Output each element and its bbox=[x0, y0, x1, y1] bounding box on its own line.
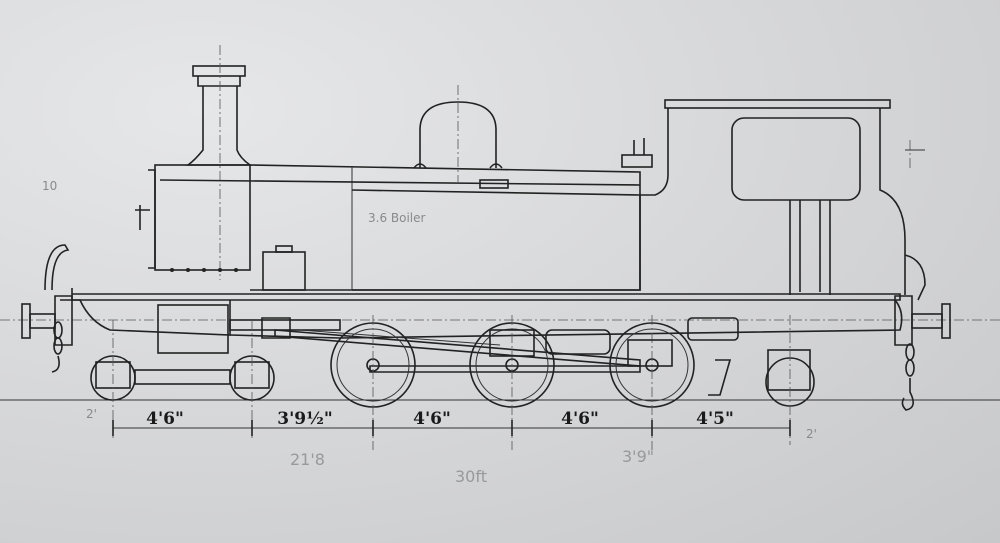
chimney bbox=[185, 65, 253, 166]
smokebox-door bbox=[148, 169, 156, 269]
pencil-right-axle-note: 2' bbox=[806, 427, 817, 441]
front-handrail bbox=[44, 244, 70, 291]
cab-handrail bbox=[799, 200, 821, 292]
dim-front-to-leading: 4'6" bbox=[146, 409, 184, 429]
pencil-total-note: 30ft bbox=[455, 467, 487, 486]
dim-driving-1-2: 4'6" bbox=[413, 409, 451, 429]
axleboxes bbox=[489, 317, 739, 367]
pencil-left-note: 10 bbox=[42, 179, 57, 193]
valve-rod bbox=[299, 329, 501, 346]
steam-dome bbox=[413, 101, 503, 169]
dim-leading-to-driving: 3'9½" bbox=[277, 409, 332, 429]
cab-opening bbox=[789, 200, 831, 295]
boiler-mounting bbox=[479, 179, 509, 189]
sandbox-lid bbox=[275, 245, 293, 253]
sandbox bbox=[262, 251, 306, 291]
cylinder bbox=[157, 304, 229, 354]
cab-roof bbox=[664, 99, 891, 109]
cab-grab bbox=[904, 254, 926, 301]
cab-window bbox=[731, 117, 861, 201]
front-coupling-chain bbox=[51, 321, 63, 373]
pencil-under-note-2: 3'9" bbox=[622, 447, 654, 466]
main-frame-lower bbox=[229, 299, 903, 339]
dimension-ticks bbox=[112, 420, 791, 436]
dim-driving-to-trailing: 4'5" bbox=[696, 409, 734, 429]
crosshead-guide bbox=[229, 319, 341, 331]
coupling-rod bbox=[369, 365, 641, 373]
cab-front bbox=[640, 108, 669, 196]
dim-driving-2-3: 4'6" bbox=[561, 409, 599, 429]
rear-buffer bbox=[911, 303, 951, 339]
cab-side bbox=[879, 108, 906, 295]
side-tank bbox=[351, 189, 641, 291]
front-buffer bbox=[21, 303, 56, 339]
pencil-left-axle-note: 2' bbox=[86, 407, 97, 421]
boiler-handrail bbox=[159, 179, 641, 186]
front-frame bbox=[60, 299, 231, 336]
rear-step bbox=[708, 359, 732, 396]
pencil-boiler-note: 3.6 Boiler bbox=[368, 211, 426, 225]
lamp-iron bbox=[135, 205, 150, 230]
safety-valves bbox=[621, 138, 653, 168]
crosshead bbox=[261, 317, 291, 339]
truck-frame bbox=[134, 369, 231, 385]
pencil-under-note-1: 21'8 bbox=[290, 450, 325, 469]
rear-coupling-chain bbox=[901, 343, 915, 411]
smokebox-rivets bbox=[170, 268, 238, 272]
connecting-rod bbox=[274, 329, 641, 367]
